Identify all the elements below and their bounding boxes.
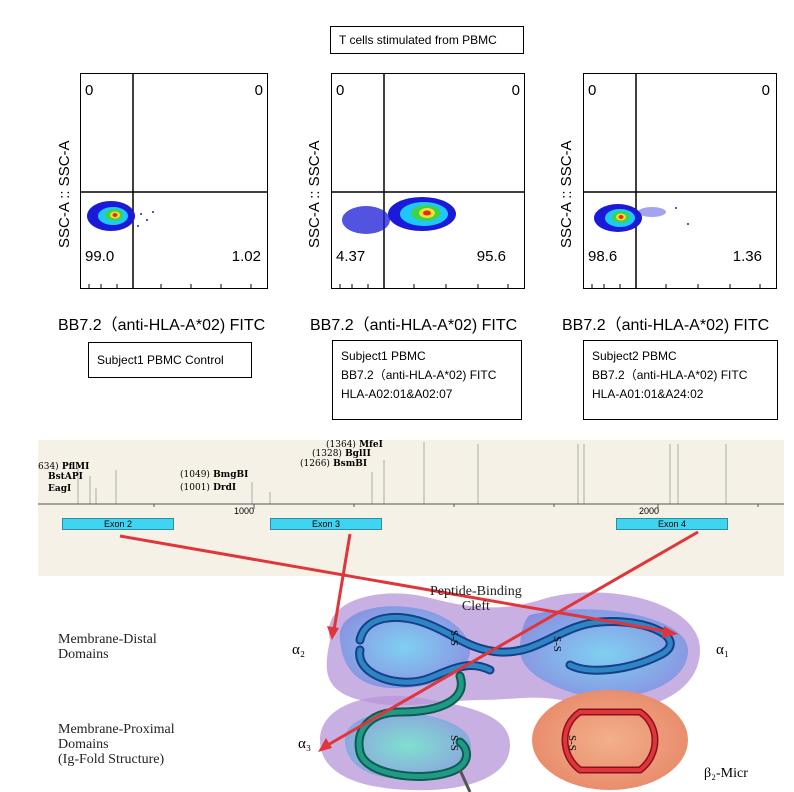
- site-eagi: EagI: [48, 484, 72, 494]
- event-cloud-3: [594, 204, 689, 232]
- ruler-1000: 1000: [234, 506, 255, 516]
- alpha3-label: α₃: [298, 736, 312, 752]
- quadrant-ur-3: 0: [761, 82, 770, 99]
- quadrant-ll-3: 98.6: [588, 248, 618, 265]
- sample-line: HLA-A02:01&A02:07: [341, 387, 453, 401]
- b2m-label: β₂-Micr: [704, 766, 748, 781]
- quadrant-ur-1: 0: [254, 82, 263, 99]
- cleft-label: Peptide-Binding Cleft: [430, 584, 522, 614]
- quadrant-lr-1: 1.02: [231, 248, 261, 265]
- exon-2: Exon 2: [62, 518, 174, 530]
- quadrant-ll-1: 99.0: [85, 248, 115, 265]
- x-axis-label-1: BB7.2（anti-HLA-A*02) FITC: [58, 317, 266, 334]
- sample-line: HLA-A01:01&A24:02: [592, 387, 704, 401]
- quadrant-lr-2: 95.6: [476, 248, 506, 265]
- event-cloud-1: [87, 201, 154, 231]
- sample-line: BB7.2（anti-HLA-A*02) FITC: [341, 368, 497, 382]
- site-pflmi: 634) PflMI: [38, 462, 90, 472]
- distal-label: Membrane-Distal Domains: [58, 632, 157, 662]
- quadrant-lr-3: 1.36: [732, 248, 762, 265]
- flow-plot-1: 0 0 99.0 1.02: [80, 73, 268, 289]
- ruler-2000: 2000: [639, 506, 660, 516]
- gene-map-ruler: [38, 442, 784, 509]
- sample-box-3: Subject2 PBMC BB7.2（anti-HLA-A*02) FITC …: [583, 340, 778, 420]
- ss-bond-2: S-S: [551, 636, 563, 652]
- exon-4: Exon 4: [616, 518, 728, 530]
- sample-box-1: Subject1 PBMC Control: [88, 342, 252, 378]
- b2-microglobulin: [532, 690, 688, 790]
- quadrant-ul-1: 0: [85, 82, 94, 99]
- sample-line: BB7.2（anti-HLA-A*02) FITC: [592, 368, 748, 382]
- flow-plot-3: 0 0 98.6 1.36: [583, 73, 777, 289]
- quadrant-ll-2: 4.37: [336, 248, 366, 265]
- site-mfei: (1364) MfeI: [326, 440, 383, 450]
- flow-scatter-1: [81, 74, 267, 288]
- site-bstapi: BstAPI: [48, 472, 83, 482]
- proximal-label: Membrane-Proximal Domains (Ig-Fold Struc…: [58, 722, 175, 767]
- arrowheads: [318, 626, 678, 752]
- sample-box-2: Subject1 PBMC BB7.2（anti-HLA-A*02) FITC …: [332, 340, 522, 420]
- x-axis-label-3: BB7.2（anti-HLA-A*02) FITC: [562, 317, 770, 334]
- header-box: T cells stimulated from PBMC: [330, 26, 524, 54]
- sample-line: Subject1 PBMC Control: [97, 353, 224, 367]
- annotation-arrows: [119, 530, 699, 748]
- quadrant-ul-3: 0: [588, 82, 597, 99]
- x-axis-label-2: BB7.2（anti-HLA-A*02) FITC: [310, 317, 518, 334]
- ss-bond-3: S-S: [448, 735, 460, 751]
- ss-bond-1: S-S: [448, 630, 460, 646]
- alpha1-label: α₁: [716, 642, 730, 658]
- alpha2-label: α₂: [292, 642, 306, 658]
- flow-scatter-3: [584, 74, 776, 288]
- ss-bond-4: S-S: [566, 735, 578, 751]
- site-bmgbi: (1049) BmgBI: [180, 470, 249, 480]
- quadrant-ur-2: 0: [511, 82, 520, 99]
- exon-3: Exon 3: [270, 518, 382, 530]
- flow-plot-2: 0 0 4.37 95.6: [331, 73, 525, 289]
- quadrant-ul-2: 0: [336, 82, 345, 99]
- membrane-proximal-blob: [320, 671, 510, 792]
- flow-scatter-2: [332, 74, 524, 288]
- site-drdi: (1001) DrdI: [180, 483, 237, 493]
- site-bsmbi: (1266) BsmBI: [300, 459, 368, 469]
- sample-line: Subject1 PBMC: [341, 349, 426, 363]
- event-cloud-2: [342, 197, 456, 234]
- site-bglii: (1328) BglII: [312, 449, 371, 459]
- sample-line: Subject2 PBMC: [592, 349, 677, 363]
